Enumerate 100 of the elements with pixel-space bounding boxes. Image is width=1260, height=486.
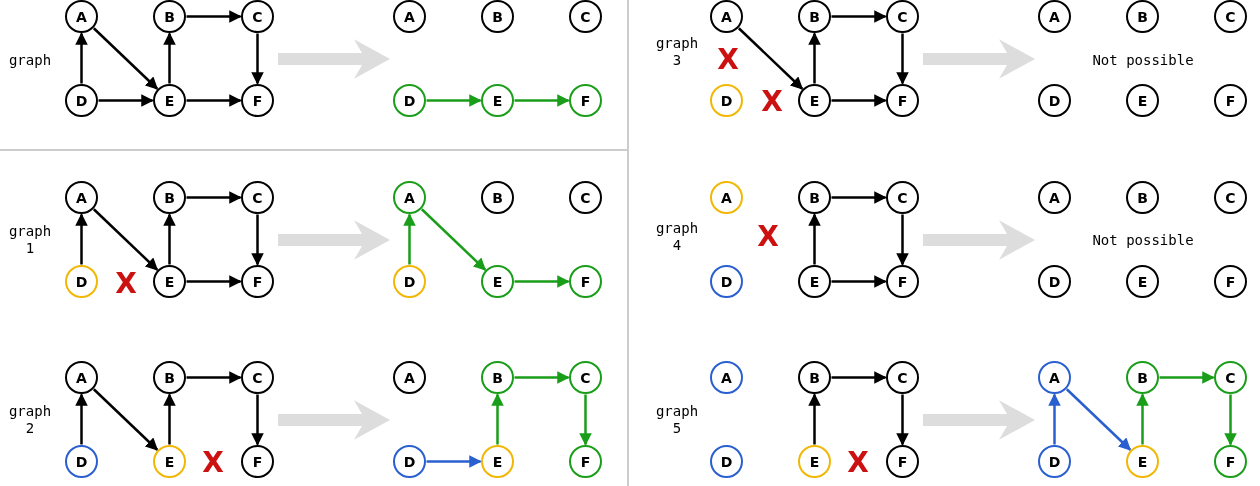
graph-node: E: [798, 265, 831, 298]
graph-label: graph: [7, 51, 53, 69]
block-arrow: [923, 39, 1035, 79]
graph-node: A: [65, 361, 98, 394]
graph-node: E: [1126, 265, 1159, 298]
arrow: [896, 214, 909, 266]
graph-node: D: [1038, 265, 1071, 298]
arrow: [831, 275, 887, 288]
arrow: [1224, 394, 1237, 446]
graph-node: A: [65, 0, 98, 33]
arrow: [831, 191, 887, 204]
graph-node: F: [886, 265, 919, 298]
arrow: [163, 213, 176, 265]
graph-node: D: [393, 84, 426, 117]
cross-mark: X: [717, 46, 739, 74]
graph-node: C: [569, 181, 602, 214]
graph-node: E: [798, 445, 831, 478]
arrow: [92, 208, 159, 271]
graph-node: B: [1126, 0, 1159, 33]
graph-node: B: [798, 0, 831, 33]
graph-node: E: [153, 445, 186, 478]
status-text: Not possible: [1092, 51, 1194, 69]
arrow: [737, 27, 804, 90]
graph-node: C: [886, 181, 919, 214]
arrow: [1065, 388, 1132, 451]
arrow: [75, 32, 88, 84]
graph-node: B: [153, 361, 186, 394]
arrow: [491, 393, 504, 445]
graph-node: D: [393, 445, 426, 478]
arrow: [98, 94, 154, 107]
graph-node: F: [1214, 445, 1247, 478]
graph-node: E: [153, 84, 186, 117]
graph-node: B: [153, 0, 186, 33]
arrow: [163, 393, 176, 445]
arrow: [92, 388, 159, 451]
arrow: [1159, 371, 1215, 384]
graph-node: C: [241, 361, 274, 394]
block-arrow: [923, 220, 1035, 260]
arrow: [403, 213, 416, 265]
graph-label: graph 5: [654, 403, 700, 437]
graph-node: A: [710, 181, 743, 214]
graph-node: D: [710, 445, 743, 478]
graph-node: A: [710, 361, 743, 394]
graph-node: B: [1126, 361, 1159, 394]
graph-node: D: [710, 265, 743, 298]
arrow: [808, 213, 821, 265]
graph-node: C: [1214, 181, 1247, 214]
arrow: [186, 371, 242, 384]
arrow: [426, 94, 482, 107]
arrow: [186, 94, 242, 107]
graph-node: E: [481, 84, 514, 117]
graph-node: C: [1214, 0, 1247, 33]
arrow: [163, 32, 176, 84]
cross-mark: X: [757, 223, 779, 251]
graph-node: C: [569, 361, 602, 394]
arrow: [186, 275, 242, 288]
graph-node: D: [1038, 84, 1071, 117]
graph-node: C: [886, 0, 919, 33]
arrow: [75, 213, 88, 265]
status-text: Not possible: [1092, 231, 1194, 249]
graph-node: D: [65, 265, 98, 298]
graph-node: F: [1214, 84, 1247, 117]
graph-node: D: [65, 84, 98, 117]
arrow: [186, 10, 242, 23]
arrow: [92, 27, 159, 90]
arrow: [1048, 393, 1061, 445]
graph-node: B: [798, 181, 831, 214]
arrow: [808, 32, 821, 84]
graph-node: D: [393, 265, 426, 298]
graph-node: C: [241, 181, 274, 214]
graph-node: B: [798, 361, 831, 394]
graph-node: F: [886, 84, 919, 117]
block-arrow: [278, 400, 390, 440]
graph-node: D: [65, 445, 98, 478]
graph-node: F: [241, 445, 274, 478]
arrow: [186, 191, 242, 204]
graph-node: A: [393, 181, 426, 214]
graph-node: E: [481, 445, 514, 478]
arrow: [251, 33, 264, 85]
arrow: [514, 275, 570, 288]
graph-node: B: [481, 0, 514, 33]
graph-label: graph 1: [7, 223, 53, 257]
graph-node: E: [153, 265, 186, 298]
cross-mark: X: [761, 88, 783, 116]
graph-node: C: [886, 361, 919, 394]
graph-node: A: [65, 181, 98, 214]
arrow: [896, 394, 909, 446]
graph-node: F: [241, 84, 274, 117]
arrow: [251, 394, 264, 446]
graph-node: E: [798, 84, 831, 117]
arrow: [75, 393, 88, 445]
graph-node: A: [1038, 0, 1071, 33]
arrow: [514, 371, 570, 384]
arrow: [426, 455, 482, 468]
graph-node: A: [1038, 361, 1071, 394]
cross-mark: X: [847, 449, 869, 477]
graph-node: E: [1126, 84, 1159, 117]
graph-node: A: [710, 0, 743, 33]
graph-node: E: [1126, 445, 1159, 478]
graph-label: graph 3: [654, 35, 700, 69]
